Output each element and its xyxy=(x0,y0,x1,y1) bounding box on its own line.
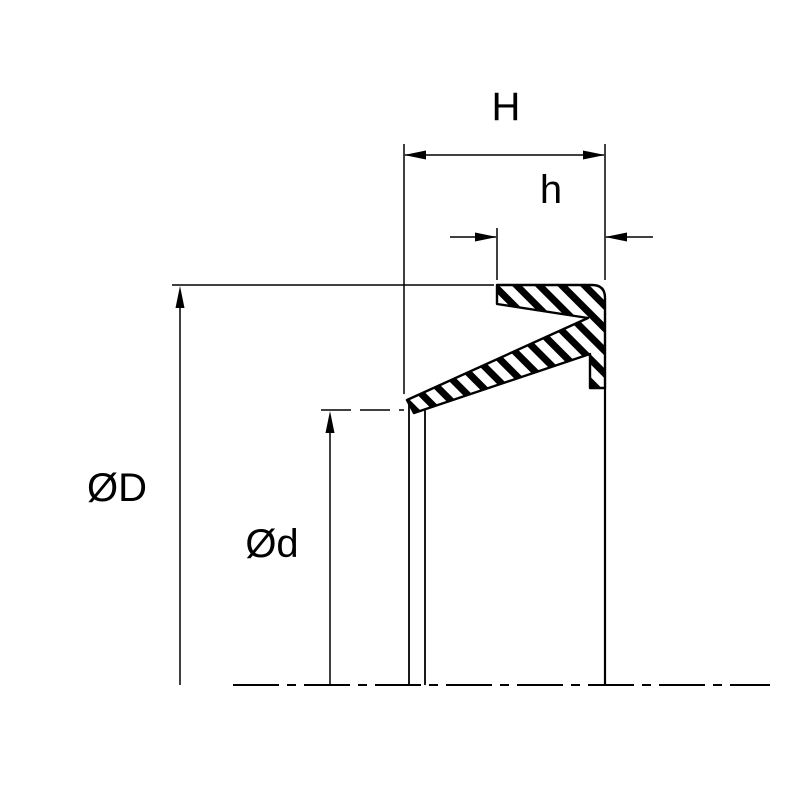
dim-h-arrow-right-icon xyxy=(605,232,627,242)
dim-Od-label: Ød xyxy=(245,522,298,566)
dim-H-arrow-left-icon xyxy=(404,150,426,160)
seal-profile-hatched xyxy=(405,283,607,415)
dim-OD-arrow-up-icon xyxy=(175,286,185,308)
dim-Od-arrow-up-icon xyxy=(325,411,335,433)
dim-H-arrow-right-icon xyxy=(583,150,605,160)
projection-lines xyxy=(408,388,607,685)
dim-OD-label: ØD xyxy=(87,466,147,510)
dimension-H: H xyxy=(403,85,606,394)
dimension-h: h xyxy=(450,168,653,280)
dim-h-label: h xyxy=(540,168,562,212)
dim-h-arrow-left-icon xyxy=(475,232,497,242)
dim-H-label: H xyxy=(492,85,521,129)
seal-cross-section xyxy=(405,283,607,415)
dimension-inner-diameter: Ød xyxy=(245,409,404,685)
dimension-outer-diameter: ØD xyxy=(87,284,494,685)
